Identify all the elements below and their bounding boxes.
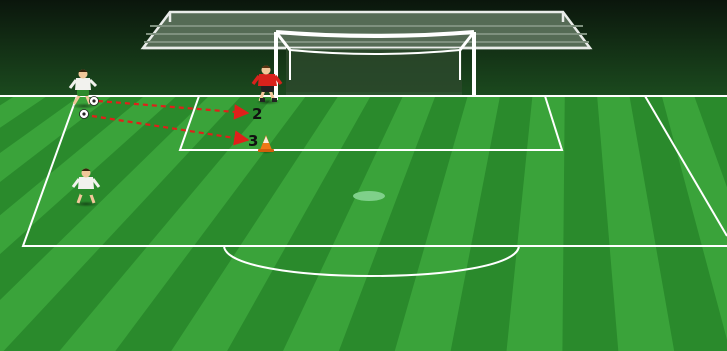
penalty-spot (353, 191, 385, 201)
pitch-grass (0, 96, 727, 351)
soccer-ball-icon (90, 97, 99, 106)
target-label-2: 2 (252, 105, 262, 123)
target-label-3: 3 (248, 132, 258, 150)
soccer-ball-icon (80, 110, 89, 119)
grandstand (143, 12, 590, 48)
